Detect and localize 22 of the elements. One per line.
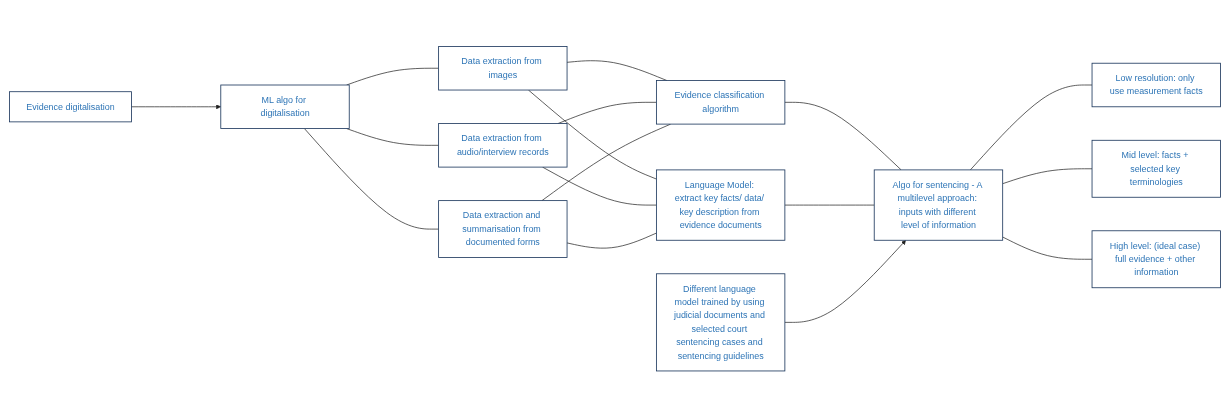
connector [346, 68, 439, 86]
connector [304, 128, 439, 230]
node-box: Data extraction and summarisation from documented forms [438, 200, 568, 259]
connector [1002, 236, 1093, 260]
connector [970, 84, 1093, 171]
connector [1002, 168, 1093, 185]
node-box: Evidence digitalisation [9, 91, 132, 123]
connector [542, 167, 657, 206]
node-box: ML algo for digitalisation [220, 84, 350, 130]
connector [346, 128, 439, 146]
node-box: Mid level: facts + selected key terminologies [1091, 140, 1221, 198]
node-box: Algo for sentencing - A multilevel approach: inputs with different level of information [873, 169, 1004, 241]
node-box: Data extraction from images [438, 46, 568, 91]
node-box: Evidence classification algorithm [656, 80, 786, 125]
connector [528, 89, 657, 180]
connector [784, 102, 902, 171]
node-box: Data extraction from audio/interview records [438, 123, 568, 168]
node-box: Language Model: extract key facts/ data/ key description from evidence documents [656, 169, 786, 241]
node-box: High level: (ideal case) full evidence + other information [1091, 230, 1221, 289]
node-box: Different language model trained by using judicial documents and selected court sentencing cases and sentencing guidelines [656, 273, 786, 372]
node-box: Low resolution: only use measurement facts [1091, 63, 1221, 108]
connector [566, 233, 657, 249]
